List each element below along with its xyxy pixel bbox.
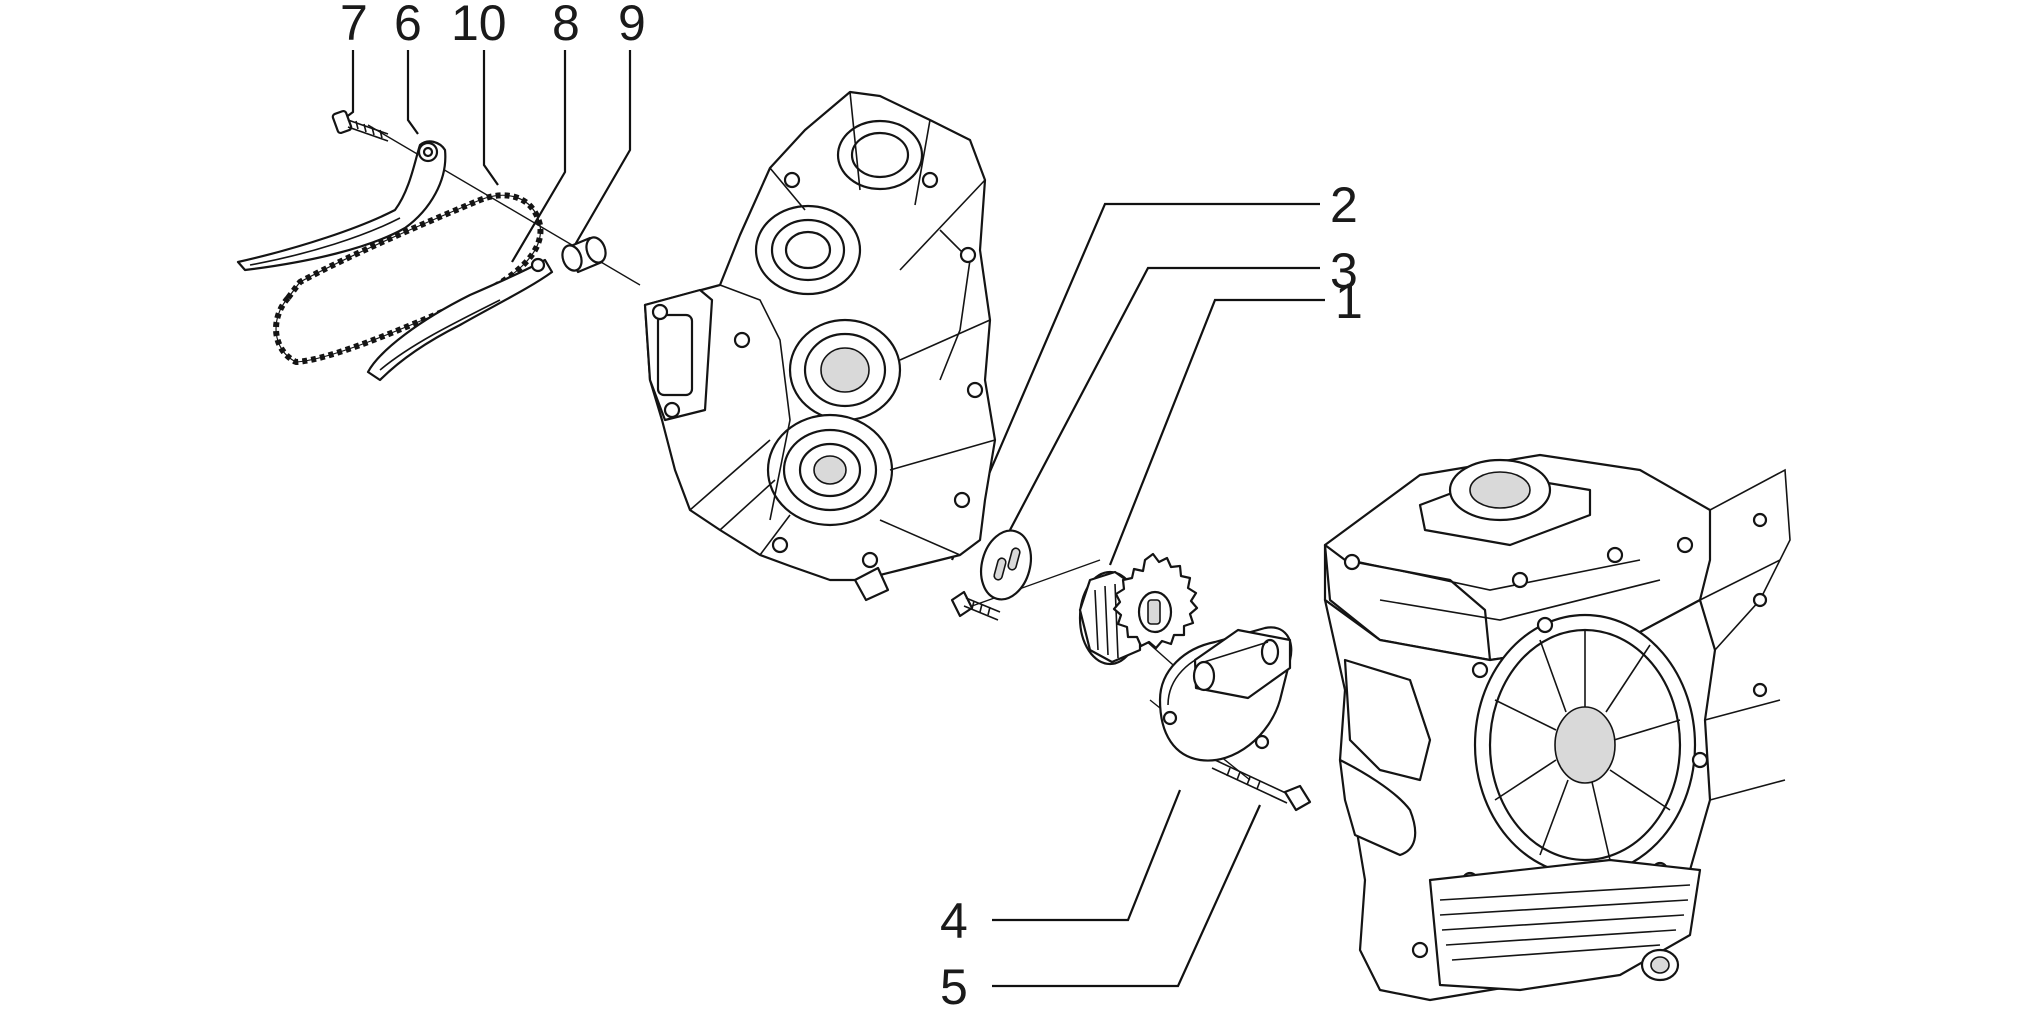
leader-9 (571, 50, 632, 251)
callout-8: 8 (552, 0, 580, 51)
leader-3 (1009, 266, 1320, 531)
right-crankcase-half (1323, 453, 1791, 1002)
leader-5 (992, 804, 1262, 988)
leader-4 (992, 789, 1182, 922)
callout-6: 6 (394, 0, 422, 51)
callout-4: 4 (940, 893, 968, 949)
part-6-tensioner-shoe (236, 140, 447, 272)
part-4-pump-cover (1158, 626, 1293, 762)
leader-6 (406, 50, 419, 135)
leader-7 (344, 50, 355, 119)
callout-10: 10 (451, 0, 507, 51)
left-crankcase-half (643, 90, 997, 602)
callout-2: 2 (1330, 177, 1358, 233)
part-5-bolt (1211, 759, 1312, 812)
leader-10 (482, 50, 499, 186)
callout-3: 3 (1330, 243, 1358, 299)
leader-2 (950, 202, 1320, 561)
part-9-bushing (561, 236, 607, 274)
part-3-plate (980, 529, 1032, 601)
callout-1: 1 (1335, 273, 1363, 329)
part-10-timing-chain (273, 192, 544, 365)
leader-lines (344, 50, 1325, 988)
callout-9: 9 (618, 0, 646, 51)
callout-5: 5 (940, 959, 968, 1011)
leader-8 (511, 50, 567, 263)
part-2-screw (950, 590, 1001, 621)
callout-7: 7 (340, 0, 368, 51)
part-8-chain-guide (366, 257, 554, 382)
part-7-screw (331, 109, 389, 142)
leader-1 (1108, 298, 1325, 566)
callout-labels: 7 6 10 8 9 2 3 1 4 5 (340, 0, 1363, 1011)
pump-drive-gear (1112, 552, 1199, 650)
part-1-oil-pump-gear (1078, 552, 1199, 666)
